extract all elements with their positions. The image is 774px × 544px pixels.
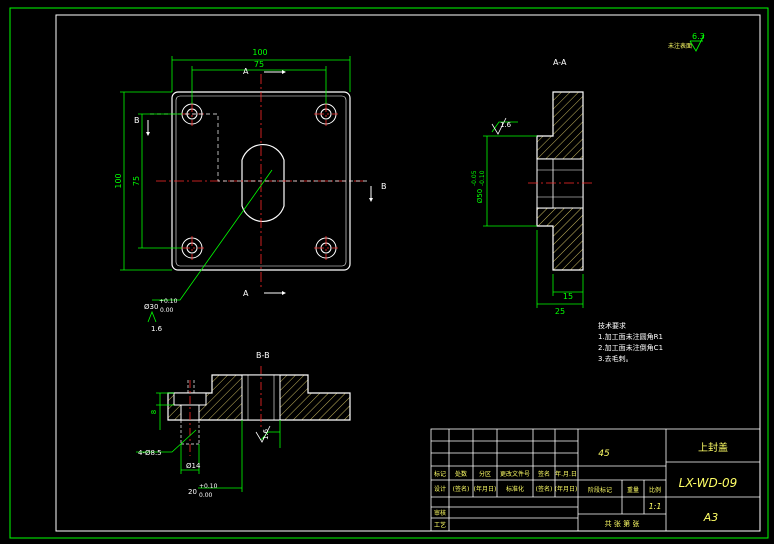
dim-bore-dia: Ø30 [144, 303, 158, 311]
section-a-bore [536, 158, 584, 209]
section-a-rough: 1.6 [500, 121, 512, 129]
top-view: 100 75 100 75 Ø30 +0.10 0.00 1.6 A A B B [114, 48, 387, 333]
title-process: 工艺 [434, 521, 446, 529]
dim-100-vertical: 100 [114, 173, 123, 188]
section-b-tol-top: +0.10 [199, 483, 218, 490]
roughness-b-symbol [255, 425, 271, 443]
section-a-thk-inner: 15 [563, 292, 573, 301]
title-block [430, 428, 761, 532]
title-row2-cell: 标准化 [506, 485, 524, 493]
section-a-thk-outer: 25 [555, 307, 565, 316]
section-b-cbore-depth: 8 [150, 410, 158, 414]
center-bore [241, 144, 285, 222]
section-mark-b-left: B [134, 116, 140, 125]
title-row2-cell: (签名) [453, 485, 470, 493]
dim-75-horizontal: 75 [254, 60, 264, 69]
dim-75-vertical: 75 [132, 176, 141, 186]
title-row2-cell: (签名) [536, 485, 553, 493]
section-b-tol-bot: 0.00 [199, 492, 213, 499]
section-b-cbore-dia: Ø14 [186, 462, 201, 470]
title-scale: 1:1 [649, 502, 662, 511]
general-roughness: 未注表面 6.3 [668, 32, 705, 52]
section-a-dia: Ø50 [476, 189, 484, 203]
section-mark-a-top: A [243, 67, 249, 76]
title-row1-cell: 更改文件号 [500, 470, 530, 478]
top-dims [120, 56, 351, 323]
title-row2-cell: (年月日) [474, 485, 497, 493]
title-row1-cell: 分区 [479, 470, 491, 478]
section-b-holes: 4-Ø8.5 [138, 449, 162, 457]
dim-bore-tol-top: +0.10 [159, 298, 178, 305]
tech-requirements: 技术要求 1.加工面未注圆角R1 2.加工面未注倒角C1 3.去毛刺。 [598, 321, 663, 363]
tech-req-item: 1.加工面未注圆角R1 [598, 332, 663, 341]
section-b-path [150, 113, 370, 182]
title-part-name: 上封盖 [698, 441, 728, 454]
outer-frame [9, 7, 769, 539]
title-weight-label: 重量 [627, 486, 639, 494]
section-b-bore-dia: 20 [188, 488, 197, 496]
title-sheets: 共 张 第 张 [605, 519, 640, 528]
general-roughness-value: 6.3 [692, 32, 705, 41]
section-mark-b-right: B [381, 182, 387, 191]
title-scale-label: 比例 [649, 486, 661, 494]
general-roughness-icon [689, 34, 705, 52]
dim-100-horizontal: 100 [252, 48, 267, 57]
dim-bore-tol-bot: 0.00 [160, 307, 174, 314]
inner-frame [55, 14, 761, 532]
tech-req-item: 2.加工面未注倒角C1 [598, 343, 663, 352]
title-review: 审核 [434, 509, 446, 517]
title-sheet-size: A3 [703, 511, 719, 524]
section-b-title: B-B [256, 351, 270, 360]
title-row2-cell: (年月日) [555, 485, 578, 493]
section-mark-a-bottom: A [243, 289, 249, 298]
section-a-tol-bot: -0.10 [479, 170, 486, 186]
title-row1-cell: 签名 [538, 470, 550, 478]
section-a-tol-top: -0.05 [471, 170, 478, 186]
title-stage-label: 阶段标记 [588, 486, 612, 494]
title-drawing-no: LX-WD-09 [679, 476, 738, 490]
title-row1-cell: 标记 [434, 470, 446, 478]
title-row1-cell: 年.月.日 [555, 470, 577, 478]
center-lines [156, 74, 366, 290]
roughness-a-symbol [491, 117, 507, 135]
section-a-title: A-A [553, 58, 567, 67]
title-row1-cell: 处数 [455, 470, 467, 478]
section-b-view: B-B [136, 351, 351, 499]
general-roughness-label: 未注表面 [668, 42, 692, 50]
section-b-rough: 1.6 [262, 428, 270, 440]
title-material: 45 [598, 449, 610, 459]
section-a-view: A-A 1.6 Ø50 -0.05 -0.10 15 25 [471, 58, 592, 316]
tech-req-item: 3.去毛刺。 [598, 354, 633, 363]
bore-roughness: 1.6 [151, 325, 163, 333]
title-row2-cell: 设计 [434, 485, 446, 493]
tech-req-title: 技术要求 [598, 321, 626, 330]
